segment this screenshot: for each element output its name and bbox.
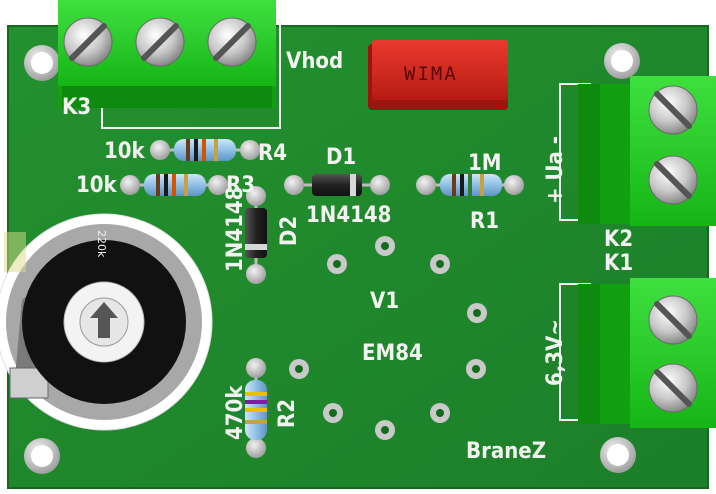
- terminal-block-k1: [578, 278, 716, 428]
- screw-icon: [648, 295, 698, 413]
- label-r3-value: 10k: [76, 173, 118, 198]
- resistor-r3: [120, 174, 228, 196]
- wima-capacitor: [368, 40, 508, 110]
- label-r2: R2: [275, 399, 300, 428]
- label-r4-value: 10k: [104, 139, 146, 164]
- resistor-r4: [150, 139, 260, 161]
- label-r3: R3: [226, 173, 255, 198]
- diode-d2: [245, 186, 267, 284]
- terminal-block-k3: [58, 0, 276, 108]
- tube-socket-pads: [289, 236, 487, 440]
- arrow-up-icon: [90, 302, 118, 338]
- resistor-r2: [245, 358, 267, 458]
- label-v1: V1: [370, 289, 399, 314]
- label-d2-part: 1N4148: [223, 187, 248, 272]
- label-r1: R1: [470, 209, 499, 234]
- screw-icon: [63, 17, 257, 67]
- terminal-block-k2: [578, 76, 716, 226]
- label-d1: D1: [326, 145, 356, 170]
- label-trimmer-value: 220k: [95, 230, 108, 258]
- label-k3: K3: [62, 95, 91, 120]
- label-k2: K2: [604, 227, 633, 252]
- label-r4: R4: [258, 141, 287, 166]
- trimmer-potentiometer: [0, 213, 213, 431]
- label-author: BraneZ: [466, 439, 546, 464]
- mounting-holes: [24, 43, 640, 474]
- diode-d1: [284, 174, 390, 196]
- label-d1-part: 1N4148: [306, 203, 391, 228]
- label-tube: EM84: [362, 341, 423, 366]
- label-r2-value: 470k: [223, 385, 248, 440]
- label-k1: K1: [604, 251, 633, 276]
- label-vhod: Vhod: [286, 49, 343, 74]
- label-r1-value: 1M: [468, 151, 501, 176]
- screw-icon: [648, 85, 698, 205]
- label-d2: D2: [277, 216, 302, 246]
- resistor-r1: [416, 174, 524, 196]
- label-heater: 6,3V~: [543, 319, 568, 386]
- label-ua: + Ua -: [543, 136, 568, 204]
- label-wima: WIMA: [404, 63, 458, 85]
